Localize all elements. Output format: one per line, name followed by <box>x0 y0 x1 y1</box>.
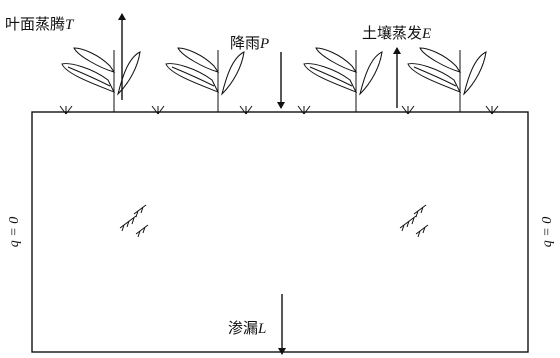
plant-icon-3 <box>303 47 383 113</box>
boundary-left-label: q = 0 <box>7 217 22 247</box>
grass-tufts <box>59 105 499 115</box>
plant-icon-2 <box>165 47 245 113</box>
rainfall-label: 降雨P <box>230 35 269 52</box>
leakage-label: 渗漏L <box>228 320 266 337</box>
transpiration-label: 叶面蒸腾T <box>5 16 75 33</box>
soil-hatch-icon-left <box>119 204 149 238</box>
soil-column <box>31 111 529 353</box>
boundary-right-label: q = 0 <box>540 217 555 247</box>
plant-icon-4 <box>407 47 487 113</box>
soil-hatch-icon-right <box>399 204 429 238</box>
plant-icon-1 <box>61 47 141 113</box>
soil-evaporation-label: 土壤蒸发E <box>362 24 431 42</box>
